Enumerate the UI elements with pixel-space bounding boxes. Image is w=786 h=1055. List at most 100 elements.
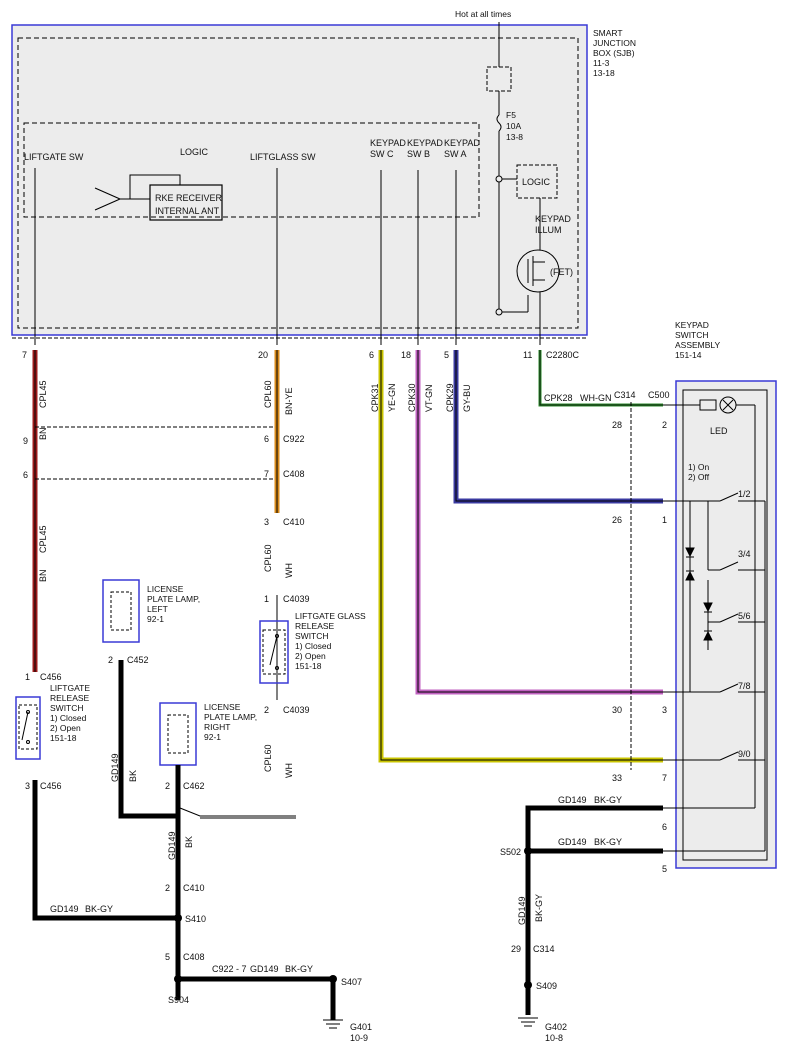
liftgate-switch-inner	[18, 704, 38, 750]
wire-wh-exit	[179, 807, 296, 817]
c500-label: C500	[648, 390, 670, 400]
hot-label: Hot at all times	[455, 9, 511, 19]
led-label: LED	[710, 426, 728, 436]
c4039-b: C4039	[283, 705, 310, 715]
fuse-label: F5 10A 13-8	[506, 110, 523, 142]
keypad-illum-label: KEYPAD ILLUM	[535, 214, 573, 235]
c314-label: C314	[614, 390, 636, 400]
pin-20: 20	[258, 350, 268, 360]
pin-7: 7	[22, 350, 27, 360]
rke-label: RKE RECEIVER INTERNAL ANT	[155, 193, 225, 216]
wire-gd149-left	[32, 780, 178, 921]
pin-1-c456: 1	[25, 672, 30, 682]
pin-2-c410: 2	[165, 883, 170, 893]
wire-gd149-lamp	[118, 660, 181, 1000]
cpl60-a: CPL60	[263, 380, 273, 408]
splice-s409	[524, 981, 532, 989]
wire-cpk28-core	[539, 350, 663, 406]
keypad-inner-box	[682, 389, 768, 861]
bk-a: BK	[128, 770, 138, 782]
c456-a: C456	[40, 672, 62, 682]
pin-7b: 7	[264, 469, 269, 479]
rke-receiver-box	[149, 184, 223, 221]
pin-28: 28	[612, 420, 622, 430]
vtgn: VT-GN	[424, 384, 434, 412]
pin-3-c456: 3	[25, 781, 30, 791]
gd149-c: GD149	[50, 904, 79, 914]
key-90: 9/0	[738, 749, 751, 759]
c410-b: C410	[183, 883, 205, 893]
cpk30: CPK30	[407, 383, 417, 412]
yegn: YE-GN	[387, 383, 397, 412]
pin-7c: 7	[662, 773, 667, 783]
pin-6: 6	[369, 350, 374, 360]
cpl45-b: CPL45	[38, 525, 48, 553]
onoff-label: 1) On 2) Off	[688, 462, 712, 482]
bkgy-d: BK-GY	[594, 795, 622, 805]
gd149-f: GD149	[517, 896, 527, 925]
pin-2-c452: 2	[108, 655, 113, 665]
cpl60-b: CPL60	[263, 544, 273, 572]
liftgate-switch-box	[15, 696, 41, 760]
logic-dash-box	[23, 122, 480, 218]
cpk29: CPK29	[445, 383, 455, 412]
pin-6c: 6	[264, 434, 269, 444]
sjb-outline	[11, 24, 588, 336]
fuse-path	[486, 22, 529, 316]
bkgy-c: BK-GY	[85, 904, 113, 914]
c4039-a: C4039	[283, 594, 310, 604]
wire-cpk30-core	[417, 350, 663, 693]
keypad-a-label: KEYPAD SW A	[444, 138, 482, 159]
c452-label: C452	[127, 655, 149, 665]
glass-switch-label: LIFTGATE GLASS RELEASE SWITCH 1) Closed …	[295, 611, 368, 671]
gybu: GY-BU	[462, 384, 472, 412]
cpl60-c: CPL60	[263, 744, 273, 772]
c456-b: C456	[40, 781, 62, 791]
internal-lines	[34, 168, 457, 345]
g401-label: G401 10-9	[350, 1022, 375, 1043]
pin-5c: 5	[662, 864, 667, 874]
splice-s410	[174, 914, 182, 922]
key-34: 3/4	[738, 549, 751, 559]
wh-b: WH	[284, 563, 294, 578]
logic2-box	[516, 164, 558, 199]
whgn: WH-GN	[580, 393, 612, 403]
glass-switch-box	[259, 620, 289, 684]
gd149-d: GD149	[558, 795, 587, 805]
pin-29: 29	[511, 944, 521, 954]
antenna-icon	[94, 174, 181, 211]
liftglass-sw-label: LIFTGLASS SW	[250, 152, 316, 162]
pin-5: 5	[444, 350, 449, 360]
c410-label: C410	[283, 517, 305, 527]
key-78: 7/8	[738, 681, 751, 691]
pin-2-c462: 2	[165, 781, 170, 791]
license-left-label: LICENSE PLATE LAMP, LEFT 92-1	[147, 584, 202, 624]
bkgy-e: BK-GY	[594, 837, 622, 847]
pin-2e: 2	[662, 420, 667, 430]
gd149-b: GD149	[167, 831, 177, 860]
wire-cpk29	[453, 350, 663, 504]
led-icon	[663, 396, 756, 808]
cpk28: CPK28	[544, 393, 573, 403]
bkgy-f: BK-GY	[534, 894, 544, 922]
gd149-a: GD149	[110, 753, 120, 782]
liftgate-sw-label: LIFTGATE SW	[24, 152, 84, 162]
logic-label: LOGIC	[180, 147, 209, 157]
wire-cpk29-core	[455, 350, 663, 502]
s904-label: S904	[168, 995, 189, 1005]
license-right-label: LICENSE PLATE LAMP, RIGHT 92-1	[204, 702, 259, 742]
license-left-inner	[110, 591, 132, 631]
keypad-b-label: KEYPAD SW B	[407, 138, 445, 159]
c314-b: C314	[533, 944, 555, 954]
pin-18: 18	[401, 350, 411, 360]
cpk31: CPK31	[370, 383, 380, 412]
ground-icon-2	[518, 1017, 538, 1027]
pin-3c: 3	[662, 705, 667, 715]
keypad-assembly-box	[675, 380, 777, 869]
sjb-inner-dash	[17, 37, 579, 329]
pin-30: 30	[612, 705, 622, 715]
pin-2-c4039: 2	[264, 705, 269, 715]
license-right-inner	[167, 714, 189, 754]
wire-cpk31-core	[380, 350, 663, 761]
bkgy-g: BK-GY	[285, 964, 313, 974]
